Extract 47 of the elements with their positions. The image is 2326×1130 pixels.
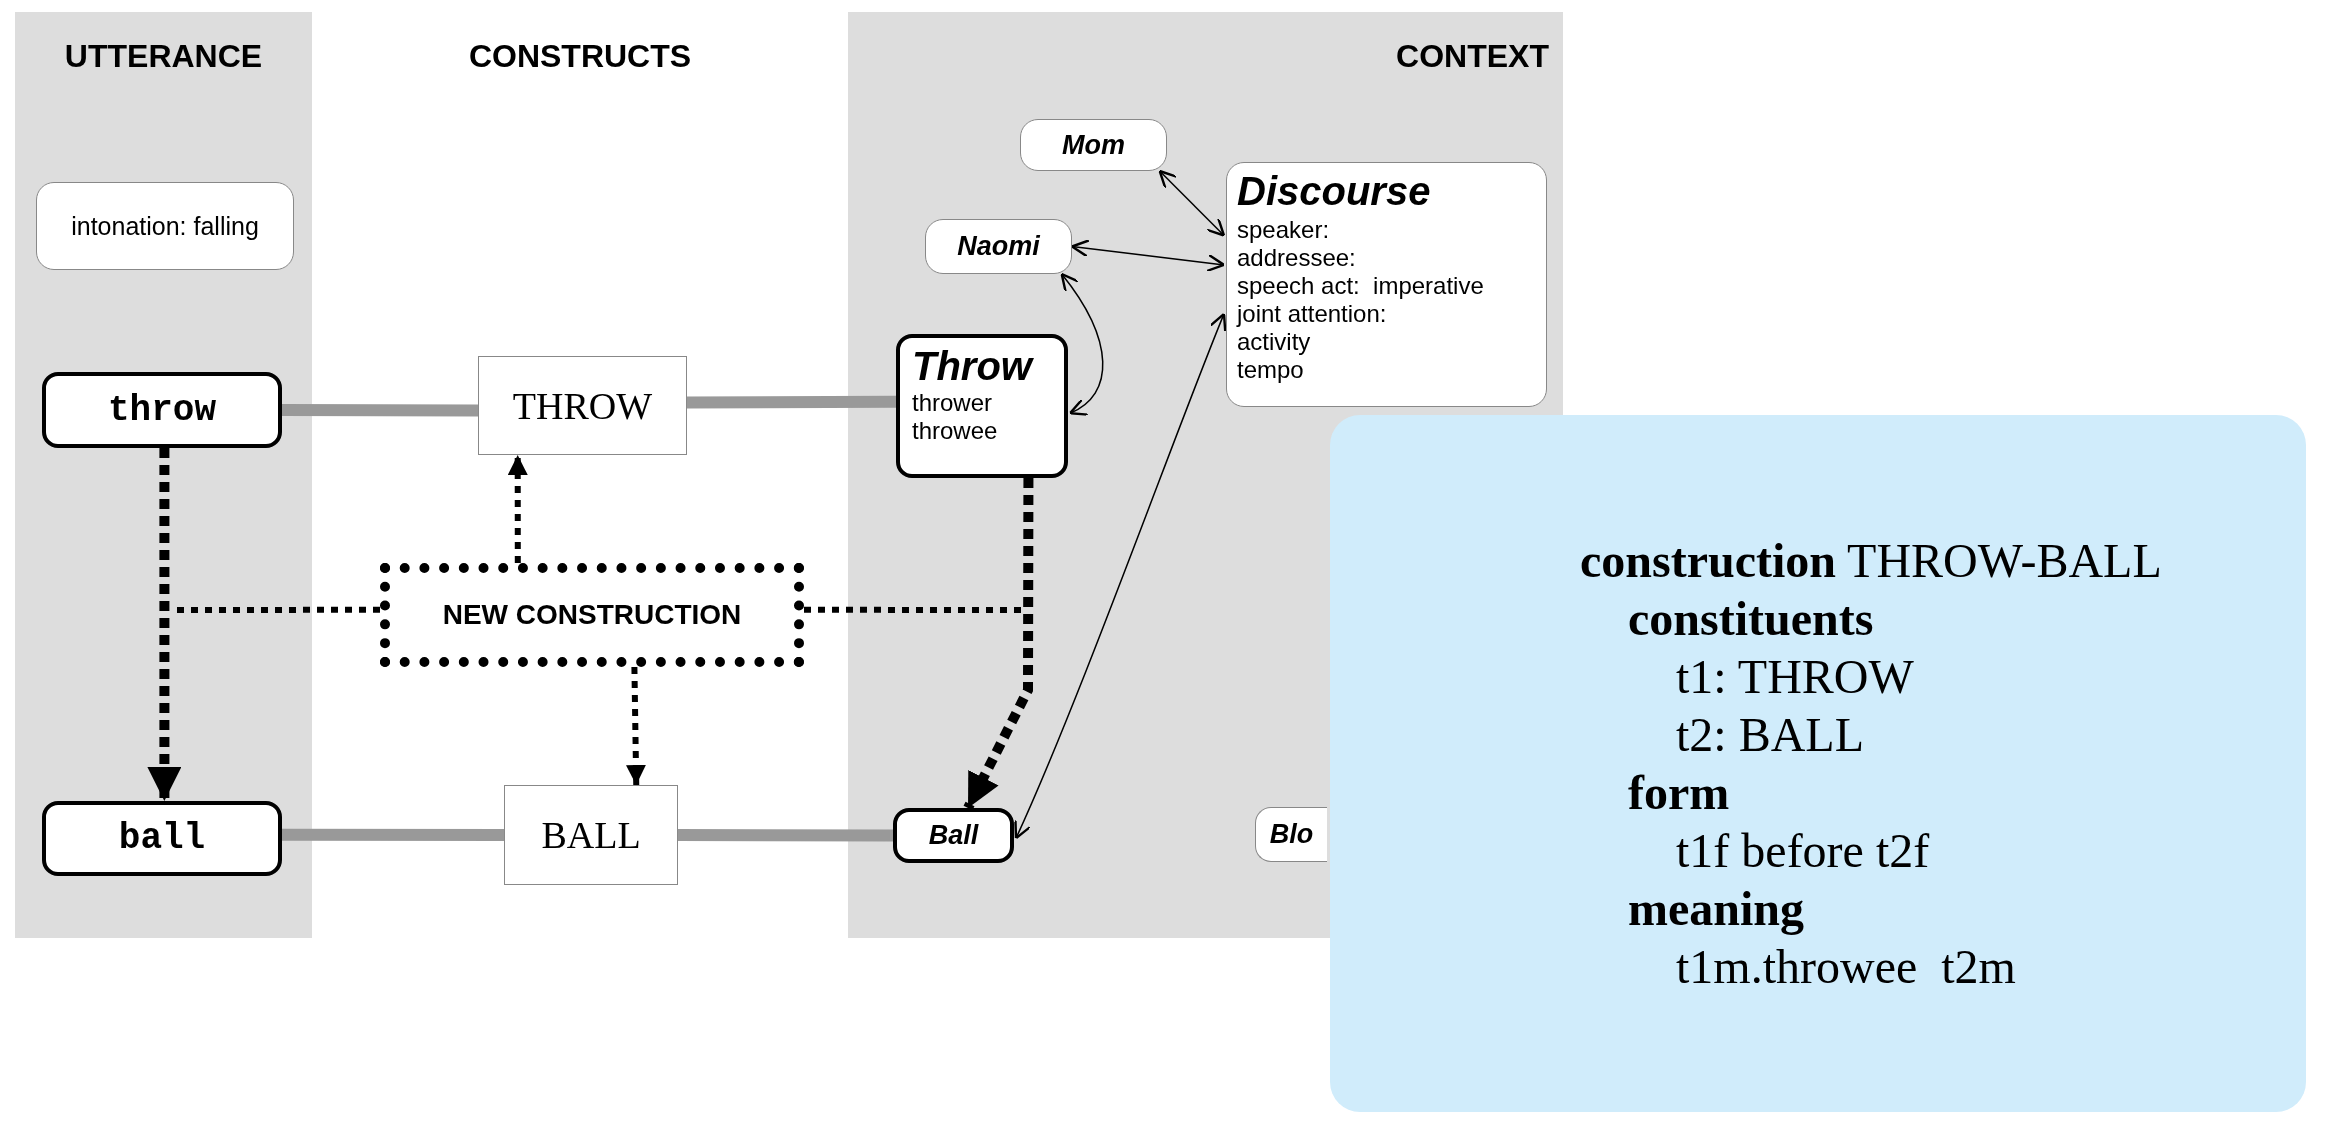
double-arrow xyxy=(1060,272,1104,415)
discourse-card xyxy=(1226,162,1547,407)
dotted-arrow xyxy=(625,666,646,786)
column-heading: CONTEXT xyxy=(1396,38,1549,75)
entity-box: Ball xyxy=(893,808,1014,863)
construction-line: form xyxy=(1628,764,1730,821)
construct-box: BALL xyxy=(504,785,678,885)
double-arrow xyxy=(1070,239,1226,273)
dotted-arrow xyxy=(963,478,1034,811)
slot-list: thrower throwee xyxy=(912,389,1022,445)
slot-label: joint attention: xyxy=(1237,300,1387,328)
column-heading: UTTERANCE xyxy=(64,38,263,75)
entity-box: Blo xyxy=(1255,807,1327,862)
connector-line xyxy=(282,828,504,841)
feature-box: intonation: falling xyxy=(36,182,294,270)
slot-label: speech act: imperative xyxy=(1237,272,1484,300)
card-heading: Discourse xyxy=(1237,169,1431,214)
slot-label: tempo xyxy=(1237,356,1304,384)
connector-line xyxy=(677,829,894,842)
construction-card xyxy=(1330,415,2306,1112)
entity-box: Mom xyxy=(1020,119,1167,171)
construction-line: t1f before t2f xyxy=(1676,822,1930,879)
construction-line: t1: THROW xyxy=(1676,648,1914,705)
dotted-arrow xyxy=(507,455,528,563)
entity-box: Naomi xyxy=(925,219,1072,274)
construction-line: constituents xyxy=(1628,590,1874,647)
dotted-line xyxy=(804,606,1022,613)
double-arrow xyxy=(1158,169,1226,237)
construct-box: THROW xyxy=(478,356,687,455)
word-box: ball xyxy=(42,801,282,876)
double-arrow xyxy=(1014,312,1227,840)
column-heading: CONSTRUCTS xyxy=(468,38,692,75)
dotted-arrow xyxy=(147,448,182,801)
schema-card xyxy=(896,334,1068,478)
construction-line: construction THROW-BALL xyxy=(1580,532,2162,589)
word-box: throw xyxy=(42,372,282,448)
slot-label: speaker: xyxy=(1237,216,1330,244)
slot-label: addressee: xyxy=(1237,244,1356,272)
new-construction-box: NEW CONSTRUCTION xyxy=(380,563,804,667)
construction-line: t2: BALL xyxy=(1676,706,1864,763)
construction-line: t1m.throwee t2m xyxy=(1676,938,2016,995)
slot-label: activity xyxy=(1237,328,1311,356)
card-heading: Throw xyxy=(912,344,1032,389)
connector-line xyxy=(281,404,479,417)
construction-line: meaning xyxy=(1628,880,1804,937)
utterance-band xyxy=(15,12,312,938)
connector-line xyxy=(686,395,897,409)
